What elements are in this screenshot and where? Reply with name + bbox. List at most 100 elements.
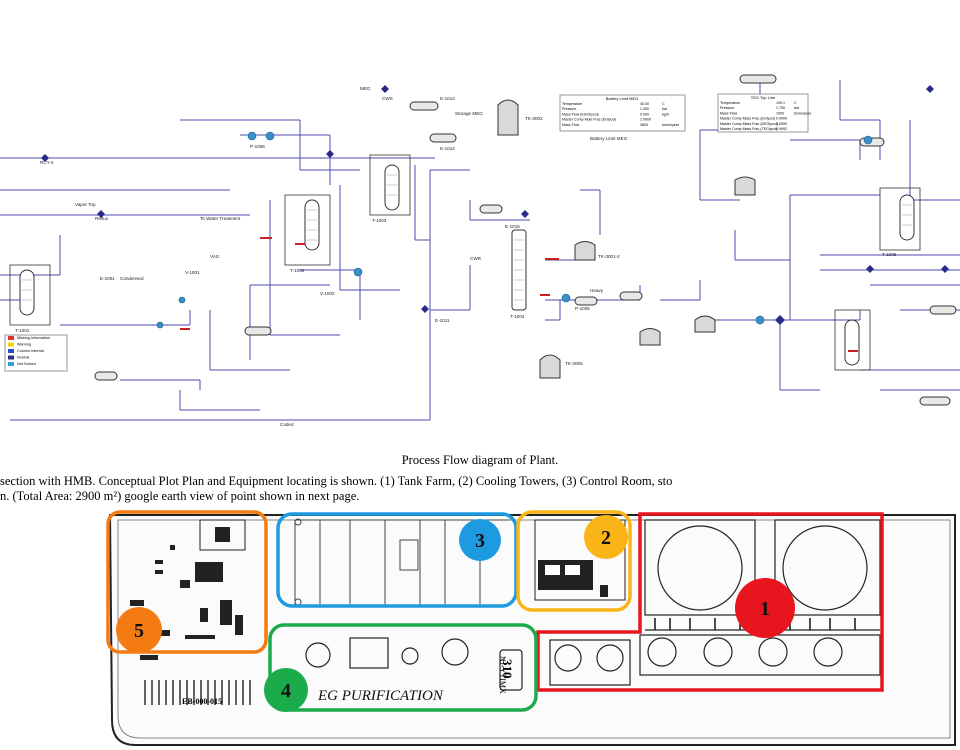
- zone-marker-4: [264, 668, 308, 712]
- zone-marker-label: 2: [601, 527, 611, 549]
- label-t1004: T-1004: [510, 314, 525, 319]
- column-t1003: [384, 164, 400, 211]
- unit-code: NJ-YTIMX: [498, 656, 507, 694]
- label-heavy: Heavy: [590, 288, 604, 293]
- heat-exchangers: [94, 74, 957, 406]
- label-cwr: CWR: [470, 256, 482, 261]
- table-cell: Master Comp Mole Frac (EGlycol): [562, 118, 616, 122]
- table-cell: C: [794, 101, 797, 105]
- table-cell: 3600: [640, 123, 648, 127]
- zone-marker-5: [116, 607, 162, 653]
- legend-label: Normal: [17, 356, 29, 360]
- zone-2-outline: [516, 510, 632, 612]
- table-cell: Mass Flow: [562, 123, 580, 127]
- label-e1001: E-1001: [100, 276, 115, 281]
- legend-swatch: [8, 336, 14, 340]
- legend-swatch: [8, 342, 14, 347]
- legend-label: Missing Information: [17, 336, 50, 340]
- table-cell: 40.00: [640, 102, 649, 106]
- battery-limit-table: Battery Limit MEG Temperature 40.00 C Press…: [559, 94, 686, 132]
- legend-swatch: [8, 355, 14, 360]
- tank-tk3002: [497, 99, 519, 136]
- zone-marker-1: [735, 578, 795, 638]
- label-e1015: E-1015: [505, 224, 520, 229]
- label-t1005: T-1005: [882, 252, 897, 257]
- table-cell: bar: [794, 106, 800, 110]
- table-cell: kg/h: [662, 112, 669, 116]
- table-cell: tonne/year: [662, 123, 680, 127]
- figure-caption: Process Flow diagram of Plant.: [401, 453, 559, 467]
- label-t1001: T-1001: [15, 328, 30, 333]
- table-cell: 1.300: [640, 107, 649, 111]
- table-cell: 195.1: [776, 101, 785, 105]
- legend-label: Warning: [17, 343, 31, 347]
- table-cell: tonne/year: [794, 111, 812, 115]
- process-flow-diagram: Battery Limit MEG Temperature 40.00 C Press…: [0, 74, 960, 427]
- svg-text:Battery Limit MEG: Battery Limit MEG: [606, 96, 638, 101]
- label-storage: Storage MEG: [455, 111, 483, 116]
- column-t1001: [19, 269, 35, 316]
- label-e1012: E-1012: [440, 146, 455, 151]
- zone-marker-2: [584, 515, 628, 559]
- table-cell: 0.000: [640, 112, 649, 116]
- tank-tk3005: [539, 354, 561, 379]
- legend-swatch: [8, 362, 14, 366]
- table-cell: Temperature: [562, 102, 582, 106]
- table-cell: Pressure: [720, 106, 734, 110]
- label-rcy: RCY-4: [40, 160, 54, 165]
- label-p1005: P-1005: [575, 306, 590, 311]
- small-code: EB-000-015: [182, 697, 222, 706]
- table-cell: Pressure: [562, 107, 576, 111]
- label-reflux: Reflux: [95, 216, 109, 221]
- label-condensed: Condensed: [120, 276, 144, 281]
- legend-label: Not Solved: [17, 362, 36, 366]
- body-text-line-1: section with HMB. Conceptual Plot Plan a…: [0, 474, 673, 488]
- zone-3-outline: [276, 512, 518, 608]
- zone-markers: 1 2 3 4 5: [116, 515, 795, 712]
- table-cell: 1000: [776, 111, 784, 115]
- zone-4-outline: [268, 623, 538, 712]
- table-cell: Master Comp Mass Frac (DEGlycol): [720, 122, 778, 126]
- label-meg: MEG: [360, 86, 371, 91]
- tank-c: [734, 176, 756, 196]
- area5-equipment: [130, 519, 246, 660]
- label-t1002: T-1002: [290, 268, 305, 273]
- table-cell: 0.0000: [776, 122, 787, 126]
- zone-marker-label: 3: [475, 530, 485, 552]
- unit-number: 310: [500, 659, 515, 679]
- label-p1006: P-1006: [250, 144, 265, 149]
- zone-marker-label: 1: [760, 598, 770, 620]
- label-tk3002: TK-3002: [525, 116, 543, 121]
- label-vapor-top: Vapor Top: [75, 202, 96, 207]
- table-cell: 0.0000: [776, 117, 787, 121]
- tank-a: [694, 315, 716, 333]
- zone-marker-3: [459, 519, 501, 561]
- area4-eg-purification: [305, 637, 523, 691]
- process-lines: [0, 80, 960, 421]
- column-t1002: [304, 199, 320, 251]
- table-cell: Mass Flow (EG/Glycol): [562, 112, 599, 116]
- body-text-line-2: n. (Total Area: 2900 m²) google earth vi…: [0, 489, 360, 503]
- label-tk3001: TK-3001-2: [598, 254, 620, 259]
- zone-marker-label: 5: [134, 620, 144, 642]
- label-vag: VAG: [210, 254, 220, 259]
- table-cell: bar: [662, 107, 668, 111]
- table-cell: C: [662, 102, 665, 106]
- label-t1003: T-1003: [372, 218, 387, 223]
- plot-plan: EB-000-015: [106, 510, 956, 746]
- legend-swatch: [8, 349, 14, 353]
- tank-tk3001: [574, 241, 596, 261]
- area-label: EG PURIFICATION: [317, 688, 444, 704]
- column-t1005: [899, 194, 915, 241]
- storage-tanks: [497, 99, 756, 379]
- table-cell: 1.700: [776, 106, 785, 110]
- table-cell: Temperature: [720, 101, 740, 105]
- label-v1001: V-1001: [185, 270, 200, 275]
- zone-marker-label: 4: [281, 680, 291, 702]
- zone-5-outline: [106, 510, 268, 654]
- table-cell: Master Comp Mass Frac (TEGlycol): [720, 127, 777, 131]
- table-cell: Master Comp Mass Frac (EGlycol): [720, 117, 775, 121]
- label-battery-meg: Battery Limit MEG: [590, 136, 628, 141]
